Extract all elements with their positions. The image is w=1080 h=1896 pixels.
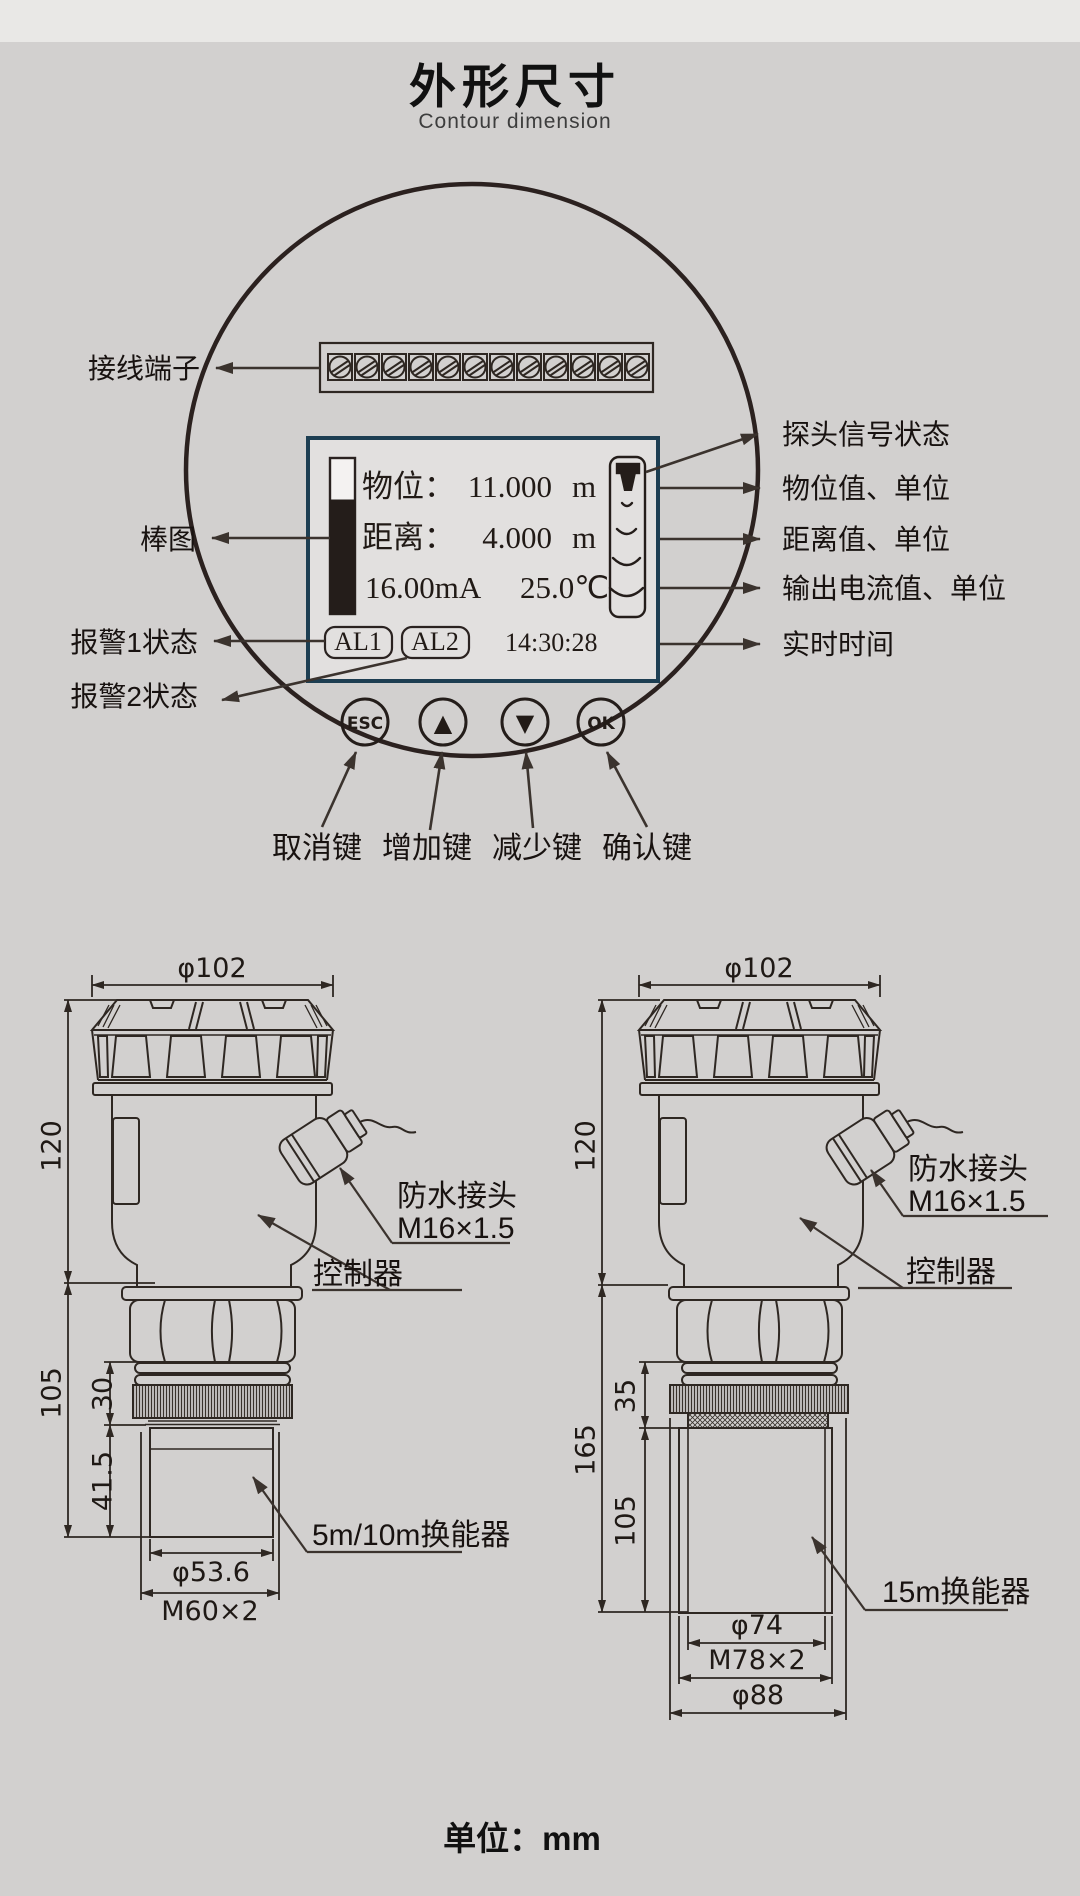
terminal-strip — [318, 341, 655, 394]
ok-key — [576, 697, 626, 747]
alarm1-badge — [323, 625, 394, 660]
controller-label-right: 控制器 — [906, 1256, 996, 1289]
housing-circle — [183, 181, 761, 759]
esc-key — [340, 697, 390, 747]
dim-105-left: 105 — [37, 1367, 68, 1419]
level-label: 物位： — [362, 469, 455, 504]
alarm2-text: AL2 — [411, 627, 459, 656]
callout-lines — [211, 362, 761, 831]
callout-alarm1: 报警1状态 — [70, 627, 198, 658]
dim-120-right: 120 — [571, 1120, 602, 1172]
distance-value: 4.000 — [482, 520, 552, 555]
gland-label-right: 防水接头 — [908, 1153, 1028, 1186]
esc-key-glyph: ESC — [347, 714, 383, 734]
leaders-right — [799, 1169, 1048, 1612]
dim-105-right: 105 — [611, 1495, 642, 1547]
callout-terminal: 接线端子 — [88, 353, 200, 384]
down-key-label: 减少键 — [492, 832, 582, 865]
down-key-glyph: ▼ — [516, 709, 535, 737]
transducer-label-left: 5m/10m换能器 — [312, 1519, 510, 1552]
transducer-label-right: 15m换能器 — [882, 1576, 1030, 1609]
lcd-display: 物位： 11.000 m 距离： 4.000 m 16.00mA 25.0℃ A… — [306, 436, 660, 683]
dim-dia74-right: φ74 — [731, 1610, 783, 1641]
up-key-label: 增加键 — [382, 832, 472, 865]
distance-unit: m — [572, 520, 596, 555]
page-title: 外形尺寸 — [409, 60, 621, 113]
unit-note: 单位：mm — [443, 1820, 601, 1857]
dim-165-right: 165 — [571, 1424, 602, 1476]
clock-text: 14:30:28 — [505, 628, 597, 657]
level-value: 11.000 — [468, 469, 552, 504]
dims-left — [64, 975, 334, 1600]
bargraph-icon — [328, 456, 357, 616]
dim-35-right: 35 — [611, 1379, 642, 1413]
page-subtitle: Contour dimension — [418, 110, 612, 133]
dim-m60-left: M60×2 — [161, 1596, 258, 1627]
gland-label-left: 防水接头 — [397, 1180, 517, 1213]
distance-label: 距离： — [362, 520, 455, 555]
up-key-glyph: ▲ — [434, 709, 453, 737]
callout-time: 实时时间 — [782, 629, 894, 660]
ok-key-label: 确认键 — [602, 832, 692, 865]
controller-label-left: 控制器 — [313, 1258, 403, 1291]
level-unit: m — [572, 469, 596, 504]
temperature-value: 25.0℃ — [520, 570, 609, 605]
callout-bargraph: 棒图 — [140, 524, 196, 555]
esc-key-label: 取消键 — [272, 832, 362, 865]
leaders-left — [252, 1167, 510, 1554]
dim-120-left: 120 — [37, 1120, 68, 1172]
callout-level: 物位值、单位 — [782, 473, 950, 504]
up-key — [418, 697, 468, 747]
dim-dia102-right: φ102 — [724, 953, 793, 984]
gland-spec-right: M16×1.5 — [908, 1185, 1026, 1218]
down-key — [500, 697, 550, 747]
dim-30-left: 30 — [88, 1377, 119, 1411]
drawing-15m: φ102 120 165 35 105 φ74 M78×2 φ88 防水接头 M… — [571, 953, 1048, 1720]
lcd-frame — [306, 436, 660, 683]
dim-dia53-6-left: φ53.6 — [172, 1557, 250, 1588]
dim-dia88-right: φ88 — [732, 1680, 784, 1711]
dims-right — [598, 975, 881, 1720]
ok-key-glyph: OK — [587, 714, 615, 734]
keypad: ESC ▲ ▼ OK — [340, 697, 626, 747]
probe-signal-icon — [608, 455, 647, 619]
alarm2-badge — [400, 625, 471, 660]
dim-41-5-left: 41.5 — [88, 1451, 119, 1511]
gland-spec-left: M16×1.5 — [397, 1212, 515, 1245]
faceplate-diagram: 物位： 11.000 m 距离： 4.000 m 16.00mA 25.0℃ A… — [70, 181, 1006, 865]
dim-m78-right: M78×2 — [708, 1645, 805, 1676]
drawing-5m10m: φ102 120 105 30 41.5 φ53.6 M60×2 防水接头 M1… — [37, 953, 518, 1627]
dim-dia102-left: φ102 — [177, 953, 246, 984]
current-value: 16.00mA — [365, 570, 482, 605]
callout-distance: 距离值、单位 — [782, 524, 950, 555]
alarm1-text: AL1 — [334, 627, 382, 656]
callout-probe-signal: 探头信号状态 — [782, 419, 950, 450]
callout-current: 输出电流值、单位 — [782, 573, 1006, 604]
callout-alarm2: 报警2状态 — [70, 681, 198, 712]
top-band — [0, 0, 1080, 42]
